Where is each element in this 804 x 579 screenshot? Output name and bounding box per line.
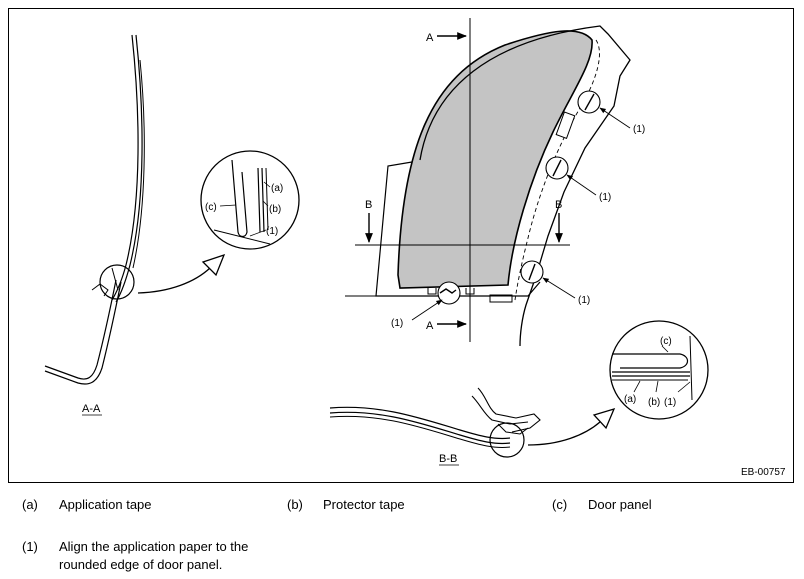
note-line-2: rounded edge of door panel. (59, 557, 223, 572)
note-line-1: Align the application paper to the (59, 539, 249, 554)
callout-1-zoom-b: (1) (664, 397, 676, 408)
section-aa-view (44, 34, 226, 385)
figure-frame (8, 8, 794, 483)
callout-1-bottom: (1) (391, 318, 403, 329)
figure-code: EB-00757 (741, 467, 786, 478)
legend-text-b: Protector tape (323, 497, 405, 512)
callout-a-zoom-a: (a) (271, 183, 283, 194)
callout-a-zoom-b: (a) (624, 394, 636, 405)
callout-1-middle: (1) (599, 192, 611, 203)
door-tape-diagram: A-A B-B A A B B (a) (b) (c) (1) (c) (a) … (8, 8, 794, 483)
zoom-detail-b (609, 320, 709, 420)
callout-1-lower: (1) (578, 295, 590, 306)
legend-code-b: (b) (287, 497, 303, 512)
callout-leaders (411, 107, 631, 321)
section-bb-view (329, 387, 616, 458)
legend-code-a: (a) (22, 497, 38, 512)
section-mark-a-top: A (426, 32, 434, 44)
section-mark-b-left: B (365, 199, 372, 211)
callout-1-upper: (1) (633, 124, 645, 135)
view-label-bb: B-B (439, 453, 457, 465)
callout-c-zoom-b: (c) (660, 336, 672, 347)
legend-code-c: (c) (552, 497, 568, 512)
view-label-aa: A-A (82, 403, 101, 415)
callout-1-zoom-a: (1) (266, 226, 278, 237)
section-mark-a-bottom: A (426, 320, 434, 332)
callout-b-zoom-a: (b) (269, 204, 281, 215)
zoom-detail-a (200, 150, 300, 250)
callout-b-zoom-b: (b) (648, 397, 660, 408)
callout-c-zoom-a: (c) (205, 202, 217, 213)
alignment-point-markers (437, 90, 601, 305)
door-panel-view (345, 18, 631, 347)
legend-text-a: Application tape (59, 497, 152, 512)
note-code-1: (1) (22, 539, 38, 554)
section-arrows (365, 32, 563, 328)
section-mark-b-right: B (555, 199, 562, 211)
legend-text-c: Door panel (588, 497, 652, 512)
